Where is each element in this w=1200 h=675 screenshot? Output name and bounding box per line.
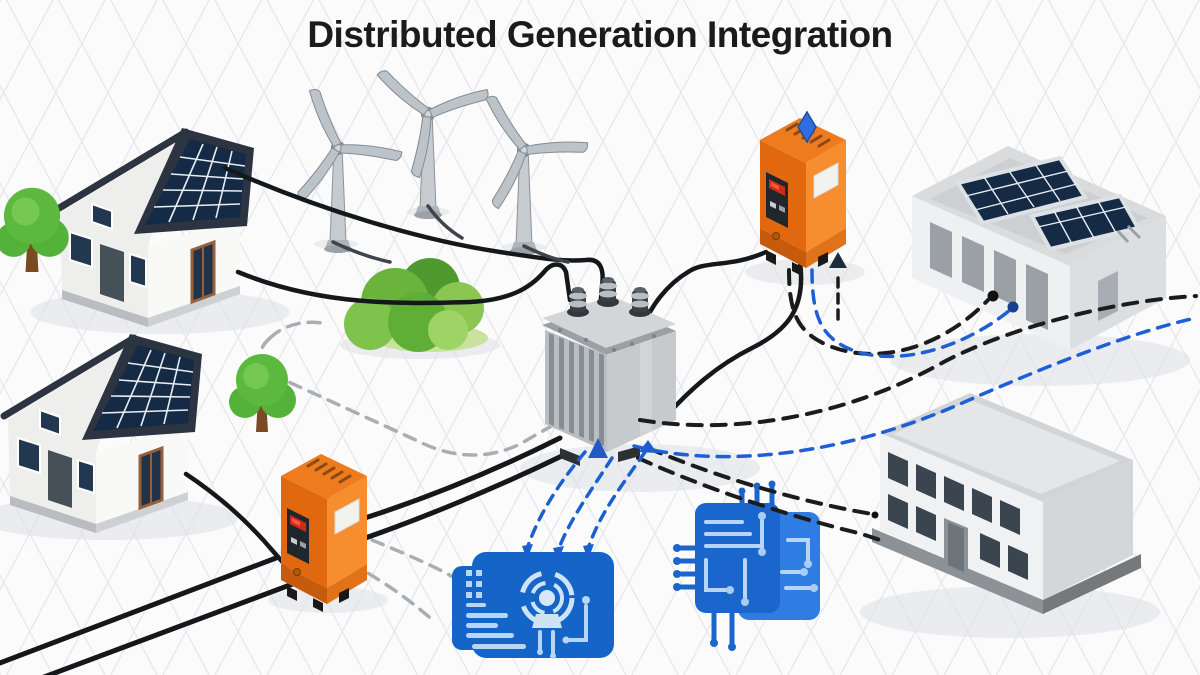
transformer-bushings (567, 277, 651, 317)
flow-dashed-black (636, 268, 1198, 544)
connection-dot-small (871, 511, 879, 519)
page-title: Distributed Generation Integration (307, 14, 893, 55)
rooftop-solar-array-1 (954, 155, 1089, 226)
power-cables (0, 165, 804, 675)
wind-turbine-icon-3 (471, 88, 594, 256)
tree-icon-2 (229, 354, 296, 432)
up-arrow-icon (588, 438, 608, 458)
wind-turbine-icon-2 (376, 50, 499, 220)
transformer-icon (542, 277, 676, 466)
building-with-solar (912, 146, 1166, 350)
control-board-icon (452, 552, 614, 659)
diamond-indicator-icon (797, 110, 817, 144)
tree-icon-1 (0, 187, 69, 272)
flow-dashed-blue (632, 268, 1198, 459)
shrubs-icon (344, 258, 488, 352)
control-arrows-blue (526, 450, 647, 550)
arrowheads (522, 440, 657, 562)
connection-dot-black (987, 290, 999, 302)
smart-meter-1 (758, 116, 848, 278)
office-building (872, 393, 1141, 614)
house-with-solar-1 (56, 128, 254, 327)
connection-dot-blue (1007, 301, 1019, 313)
microchip-icon (673, 480, 820, 651)
rooftop-solar-array-2 (1028, 193, 1142, 252)
up-arrow-icon (829, 252, 847, 268)
house-with-solar-2 (4, 334, 202, 533)
